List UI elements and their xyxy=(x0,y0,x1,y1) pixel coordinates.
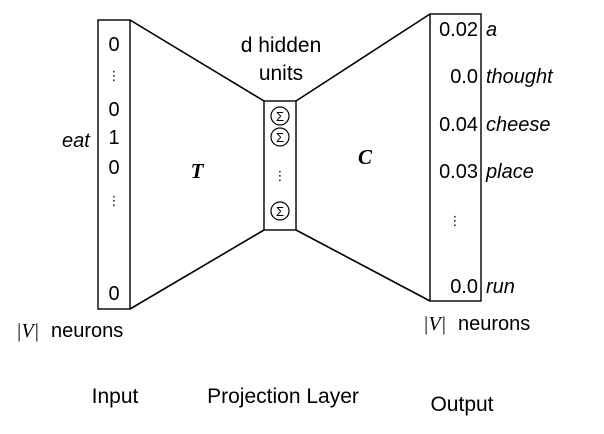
input-size-label-math: |V| xyxy=(16,320,39,342)
projection-unit: Σ xyxy=(270,127,290,147)
input-values: 0 ⋮ 0 1 0 ⋮ 0 xyxy=(108,34,121,305)
projection-label-line1: d hidden xyxy=(241,34,322,57)
input-to-projection-top-edge xyxy=(129,19,265,102)
output-word: cheese xyxy=(486,114,551,136)
input-value: 1 xyxy=(108,127,119,149)
unit-circle xyxy=(270,127,290,147)
projection-unit: Σ xyxy=(270,201,290,221)
input-ellipsis: ⋮ xyxy=(108,193,121,208)
sigma-symbol: Σ xyxy=(276,109,284,124)
output-word: a xyxy=(486,19,497,41)
output-probability: 0.0 xyxy=(450,276,478,298)
input-size-label-text: neurons xyxy=(51,320,123,342)
sigma-symbol: Σ xyxy=(276,130,284,145)
input-ellipsis: ⋮ xyxy=(108,68,121,83)
output-word: thought xyxy=(486,66,554,88)
transform-in-symbol: T xyxy=(191,159,205,183)
input-value: 0 xyxy=(108,157,119,179)
input-value: 0 xyxy=(108,283,119,305)
output-word: place xyxy=(485,161,534,183)
output-caption: Output xyxy=(430,393,493,416)
output-layer-box xyxy=(429,13,482,302)
input-word-label: eat xyxy=(62,130,91,152)
output-probability: 0.0 xyxy=(450,66,478,88)
output-word: run xyxy=(486,276,515,298)
unit-circle xyxy=(270,201,290,221)
sigma-symbol: Σ xyxy=(276,204,284,219)
projection-to-output-top-edge xyxy=(295,13,431,102)
transform-out-symbol: C xyxy=(358,145,373,169)
projection-unit: Σ xyxy=(270,106,290,126)
output-probability: 0.04 xyxy=(439,114,478,136)
input-to-projection-bottom-edge xyxy=(129,229,265,310)
projection-caption: Projection Layer xyxy=(207,385,359,408)
projection-ellipsis: ⋮ xyxy=(274,168,287,183)
projection-units: ΣΣΣ xyxy=(270,106,290,221)
input-caption: Input xyxy=(92,385,139,408)
output-ellipsis: ⋮ xyxy=(449,213,462,228)
projection-to-output-bottom-edge xyxy=(295,229,431,302)
output-size-label-math: |V| xyxy=(423,313,446,335)
projection-label-line2: units xyxy=(259,62,303,85)
input-layer-box xyxy=(97,19,131,310)
input-value: 0 xyxy=(108,99,119,121)
output-size-label-text: neurons xyxy=(458,313,530,335)
output-rows: 0.02 a 0.0 thought 0.04 cheese 0.03 place ⋮ 0.0 ru… xyxy=(439,19,554,298)
unit-circle xyxy=(270,106,290,126)
output-probability: 0.02 xyxy=(439,19,478,41)
output-probability: 0.03 xyxy=(439,161,478,183)
input-value: 0 xyxy=(108,34,119,56)
